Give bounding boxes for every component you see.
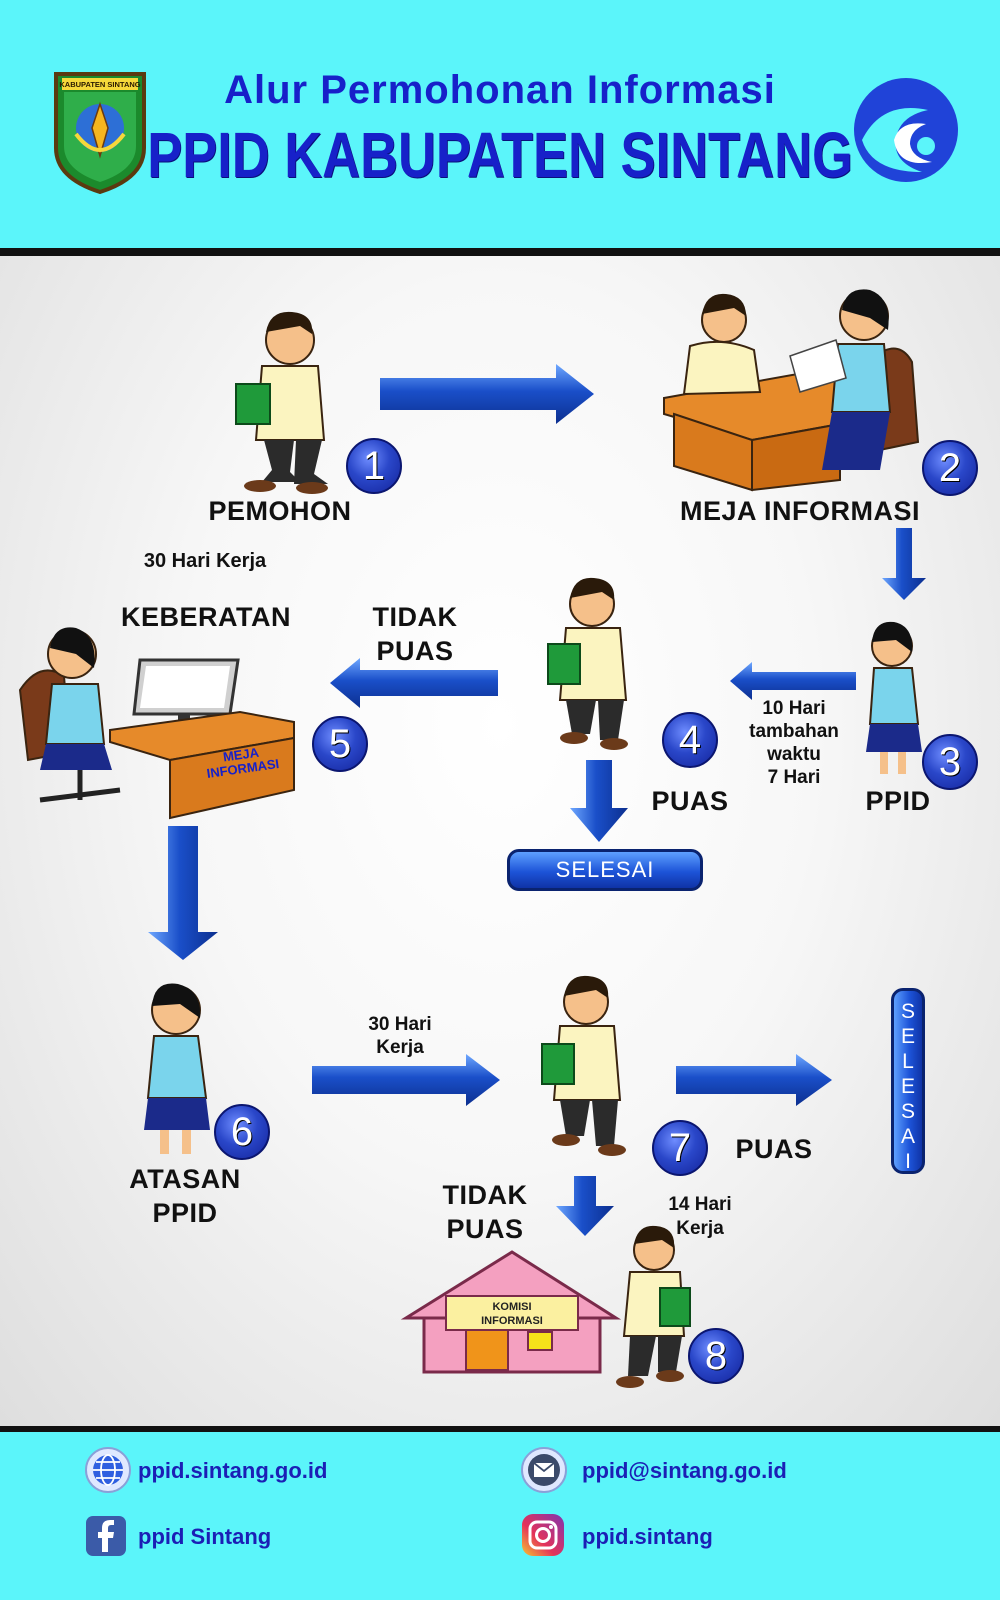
atasan-time-line2: Kerja [376,1037,424,1058]
tidak-puas-1-line2: PUAS [376,636,454,666]
label-atasan-line1: ATASAN [129,1164,241,1194]
label-atasan-line2: PPID [152,1198,218,1228]
step-badge-2: 2 [922,440,978,496]
globe-icon [85,1447,131,1493]
label-puas-4: PUAS [651,786,729,816]
note-30-hari-keberatan: 30 Hari Kerja [143,550,267,572]
step-badge-7: 7 [652,1120,708,1176]
selesai-badge-vertical: S E L E S A I [891,988,925,1174]
step-badge-3: 3 [922,734,978,790]
step-badge-5: 5 [312,716,368,772]
header: KABUPATEN SINTANG Alur Permohonan Inform… [0,0,1000,250]
label-ppid-3: PPID [865,786,931,816]
pemohon-figure [235,311,328,494]
selesai-letter: I [905,1150,911,1173]
komisi-informasi-building: KOMISI INFORMASI [400,1250,622,1374]
ppid-time-line3: waktu [767,744,821,765]
building-text-line1: KOMISI [492,1301,531,1313]
arrow-ppid-to-pemohon [730,662,856,700]
label-pemohon: PEMOHON [208,496,352,526]
footer-email[interactable]: ppid@sintang.go.id [582,1458,787,1483]
ppid-time-line2: tambahan [749,721,839,742]
label-meja-informasi: MEJA INFORMASI [679,496,920,526]
arrow-tidak-puas-to-komisi [556,1176,614,1236]
step-badge-4: 4 [662,712,718,768]
ppid-time-line4: 7 Hari [767,767,821,788]
tidak-puas-2-line2: PUAS [446,1214,524,1244]
footer-divider [0,1426,1000,1432]
instagram-icon [522,1514,564,1556]
selesai-letter: L [902,1050,914,1073]
komisi-time-line2: Kerja [676,1218,724,1239]
arrow-atasan-to-pemohon [312,1054,500,1106]
atasan-ppid-figure [144,983,210,1154]
pemohon-figure-8 [616,1225,691,1388]
step-badge-6: 6 [214,1104,270,1160]
keberatan-scene [18,627,295,820]
logo-text: KABUPATEN SINTANG [59,80,140,89]
footer [0,1426,1000,1600]
arrow-tidak-puas-to-keberatan [330,658,498,708]
selesai-letter: S [900,1100,915,1123]
selesai-letter: E [900,1075,915,1098]
ppid-figure [866,621,922,774]
footer-facebook[interactable]: ppid Sintang [138,1524,272,1549]
label-keberatan: KEBERATAN [121,602,291,632]
arrow-keberatan-to-atasan [148,826,218,960]
selesai-badge-horizontal: SELESAI [507,849,703,891]
arrow-meja-to-ppid [882,528,926,600]
tidak-puas-1-line1: TIDAK [372,602,458,632]
ppid-time-line1: 10 Hari [762,698,826,719]
kemkominfo-logo [854,78,958,182]
step-badge-1: 1 [346,438,402,494]
building-text-line2: INFORMASI [481,1315,543,1327]
flow-canvas: KOMISI INFORMASI [18,289,926,1388]
pemohon-figure-7 [541,975,626,1156]
flow-diagram: KOMISI INFORMASI MEJA INFORMASI [0,256,1000,1426]
facebook-icon [86,1516,126,1556]
email-icon [521,1447,567,1493]
tidak-puas-2-line1: TIDAK [442,1180,528,1210]
footer-instagram[interactable]: ppid.sintang [582,1524,713,1549]
arrow-pemohon-to-meja [380,364,594,424]
pemohon-figure-4 [547,577,628,750]
title-line1: Alur Permohonan Informasi [224,68,776,112]
arrow-puas-to-selesai [570,760,628,842]
atasan-time-line1: 30 Hari [368,1014,432,1035]
arrow-puas-to-selesai-2 [676,1054,832,1106]
selesai-letter: S [900,1000,915,1023]
header-divider [0,248,1000,256]
sintang-logo: KABUPATEN SINTANG [54,72,146,194]
label-puas-7: PUAS [735,1134,813,1164]
meja-informasi-scene [663,289,920,492]
title-line2: PPID KABUPATEN SINTANG [147,119,853,191]
step-badge-8: 8 [688,1328,744,1384]
footer-website[interactable]: ppid.sintang.go.id [138,1458,328,1483]
komisi-time-line1: 14 Hari [668,1194,732,1215]
selesai-letter: E [900,1025,915,1048]
selesai-letter: A [900,1125,915,1148]
